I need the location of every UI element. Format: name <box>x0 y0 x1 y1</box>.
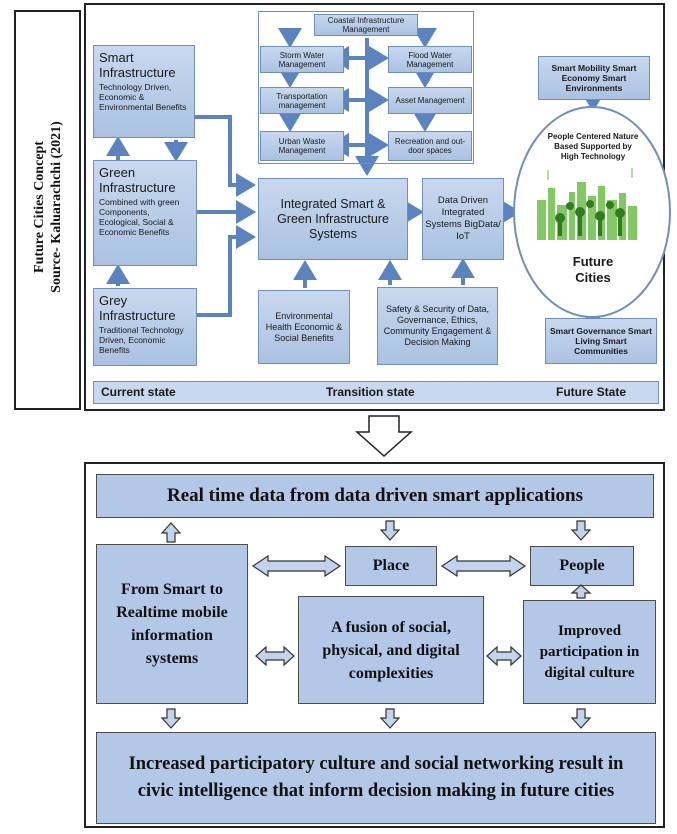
increased-label: Increased participatory culture and soci… <box>128 754 624 801</box>
from-smart-label: From Smart to Realtime mobile informatio… <box>116 581 228 667</box>
transportation-label: Transportation management <box>276 91 328 110</box>
smart-governance-label: Smart Governance Smart Living Smart Comm… <box>549 326 653 356</box>
recreation-label: Recreation and out-door spaces <box>394 137 466 155</box>
up-arrow-icon <box>570 584 592 599</box>
people-label: People <box>559 557 605 574</box>
flood-water-box: Flood Water Management <box>388 46 472 73</box>
asset-box: Asset Management <box>388 87 472 114</box>
smart-mobility-box: Smart Mobility Smart Economy Smart Envir… <box>538 56 650 100</box>
green-infrastructure-title: Green Infrastructure <box>99 165 176 195</box>
grey-infrastructure-box: Grey Infrastructure Traditional Technolo… <box>93 288 197 366</box>
double-arrow-icon <box>440 554 527 578</box>
environmental-label: Environmental Health Economic & Social B… <box>265 310 343 343</box>
recreation-box: Recreation and out-door spaces <box>388 131 472 161</box>
fusion-box: A fusion of social, physical, and digita… <box>298 596 484 704</box>
improved-label: Improved participation in digital cultur… <box>539 622 640 681</box>
up-arrow-icon <box>160 522 182 543</box>
double-arrow-icon <box>255 645 295 667</box>
real-time-box: Real time data from data driven smart ap… <box>96 474 654 518</box>
urban-waste-label: Urban Waste Management <box>278 137 326 155</box>
double-arrow-icon <box>486 645 522 667</box>
transportation-box: Transportation management <box>260 87 344 114</box>
green-infrastructure-desc: Combined with green Components, Ecologic… <box>99 197 180 237</box>
green-infrastructure-box: Green Infrastructure Combined with green… <box>93 160 197 266</box>
urban-waste-box: Urban Waste Management <box>260 131 344 161</box>
data-driven-box: Data Driven Integrated Systems BigData/ … <box>422 178 504 260</box>
smart-governance-box: Smart Governance Smart Living Smart Comm… <box>545 318 657 364</box>
people-centered-label: People Centered Nature Based Supported b… <box>547 132 639 161</box>
double-arrow-icon <box>251 554 342 578</box>
data-driven-label: Data Driven Integrated Systems BigData/ … <box>425 195 501 242</box>
smart-infrastructure-box: Smart Infrastructure Technology Driven, … <box>93 45 195 138</box>
environmental-box: Environmental Health Economic & Social B… <box>258 290 350 364</box>
safety-label: Safety & Security of Data, Governance, E… <box>383 304 492 347</box>
from-smart-box: From Smart to Realtime mobile informatio… <box>96 544 248 704</box>
smart-mobility-label: Smart Mobility Smart Economy Smart Envir… <box>551 63 637 93</box>
safety-box: Safety & Security of Data, Governance, E… <box>377 287 498 365</box>
asset-label: Asset Management <box>395 96 465 105</box>
fusion-label: A fusion of social, physical, and digita… <box>322 618 460 682</box>
increased-box: Increased participatory culture and soci… <box>96 732 656 824</box>
place-box: Place <box>345 546 437 586</box>
real-time-label: Real time data from data driven smart ap… <box>166 485 584 506</box>
flood-water-label: Flood Water Management <box>406 50 454 69</box>
smart-infrastructure-desc: Technology Driven, Economic & Environmen… <box>99 82 187 112</box>
coastal-box: Coastal Infrastructure Management <box>314 14 418 36</box>
arrow-smart-to-integrated <box>195 115 256 197</box>
large-down-arrow-icon <box>355 415 413 458</box>
future-state-label: Future State <box>556 385 627 399</box>
down-arrow-icon <box>379 708 401 729</box>
down-arrow-icon <box>379 520 401 541</box>
down-arrow-icon <box>570 520 592 541</box>
integrated-systems-label: Integrated Smart & Green Infrastructure … <box>277 196 389 241</box>
transition-state-label: Transition state <box>326 385 415 399</box>
storm-water-box: Storm Water Management <box>260 46 344 73</box>
side-title-frame <box>14 10 81 410</box>
current-state-label: Current state <box>101 385 176 399</box>
coastal-label: Coastal Infrastructure Management <box>327 16 405 34</box>
improved-box: Improved participation in digital cultur… <box>523 600 656 704</box>
integrated-systems-box: Integrated Smart & Green Infrastructure … <box>258 178 408 260</box>
state-bar <box>93 381 659 404</box>
storm-water-label: Storm Water Management <box>278 50 326 69</box>
management-grid-frame <box>258 11 474 164</box>
grey-infrastructure-title: Grey Infrastructure <box>99 293 176 323</box>
arrow-grey-to-integrated <box>197 225 256 317</box>
down-arrow-icon <box>160 708 182 729</box>
smart-infrastructure-title: Smart Infrastructure <box>99 50 176 80</box>
place-label: Place <box>372 557 410 574</box>
future-cities-title: Future Cities <box>572 254 614 285</box>
grey-infrastructure-desc: Traditional Technology Driven, Economic … <box>99 325 184 355</box>
down-arrow-icon <box>570 708 592 729</box>
